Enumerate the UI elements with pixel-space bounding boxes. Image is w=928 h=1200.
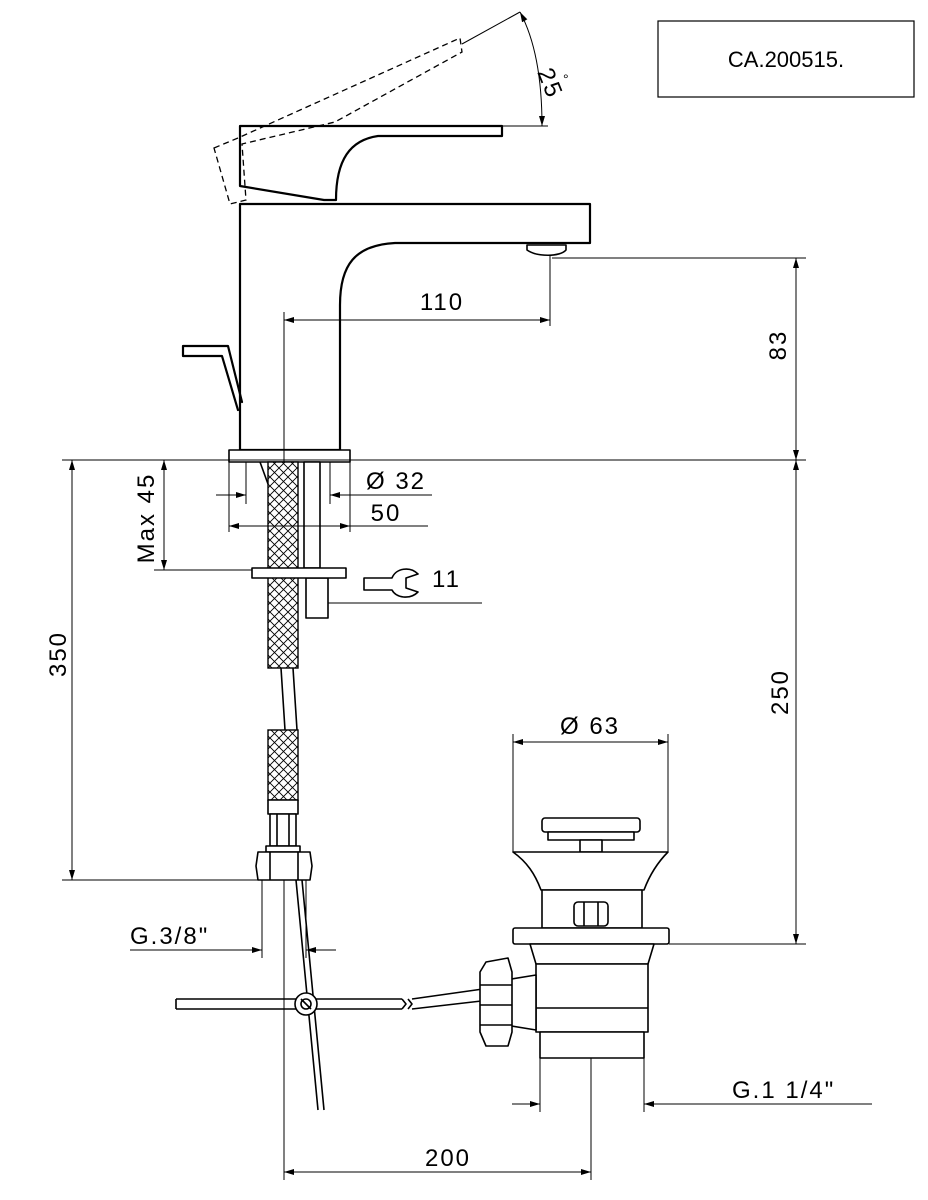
wrench-size-label: 11 [432, 566, 461, 593]
pop-up-pull-rod [181, 344, 244, 412]
dimension-labels: 25 ° 110 83 Ø 32 50 Max 45 11 350 250 Ø … [45, 64, 835, 1172]
max-deck-thickness-label: Max 45 [133, 473, 160, 564]
drawing-code: CA.200515. [728, 47, 844, 72]
spout-body [238, 202, 592, 452]
hose-length-label: 350 [45, 631, 72, 677]
faucet-body [181, 37, 592, 463]
waste-diameter-label: Ø 63 [560, 713, 620, 740]
wrench-icon [363, 568, 419, 598]
spout-height-label: 83 [765, 330, 792, 361]
pull-rod-linkage [175, 879, 491, 1111]
shank-end [305, 577, 329, 619]
height-to-waste-label: 250 [767, 669, 794, 715]
centre-distance-label: 200 [425, 1145, 471, 1172]
spout-reach-label: 110 [420, 289, 464, 316]
base-diameter-label: 50 [371, 500, 402, 527]
aerator [526, 244, 567, 257]
fixing-washer [251, 567, 347, 579]
pop-up-waste [479, 817, 670, 1059]
dimension-lines [62, 11, 872, 1180]
threaded-shank [303, 461, 321, 569]
lever-handle [238, 124, 504, 202]
waste-thread-label: G.1 1/4" [732, 1077, 835, 1104]
shank-diameter-label: Ø 32 [366, 468, 426, 495]
drawing-code-box: CA.200515. [657, 20, 915, 98]
inlet-thread-label: G.3/8" [130, 923, 209, 950]
degree-symbol: ° [563, 71, 571, 87]
raised-lever-outline [213, 37, 463, 205]
supply-hose [251, 461, 347, 881]
